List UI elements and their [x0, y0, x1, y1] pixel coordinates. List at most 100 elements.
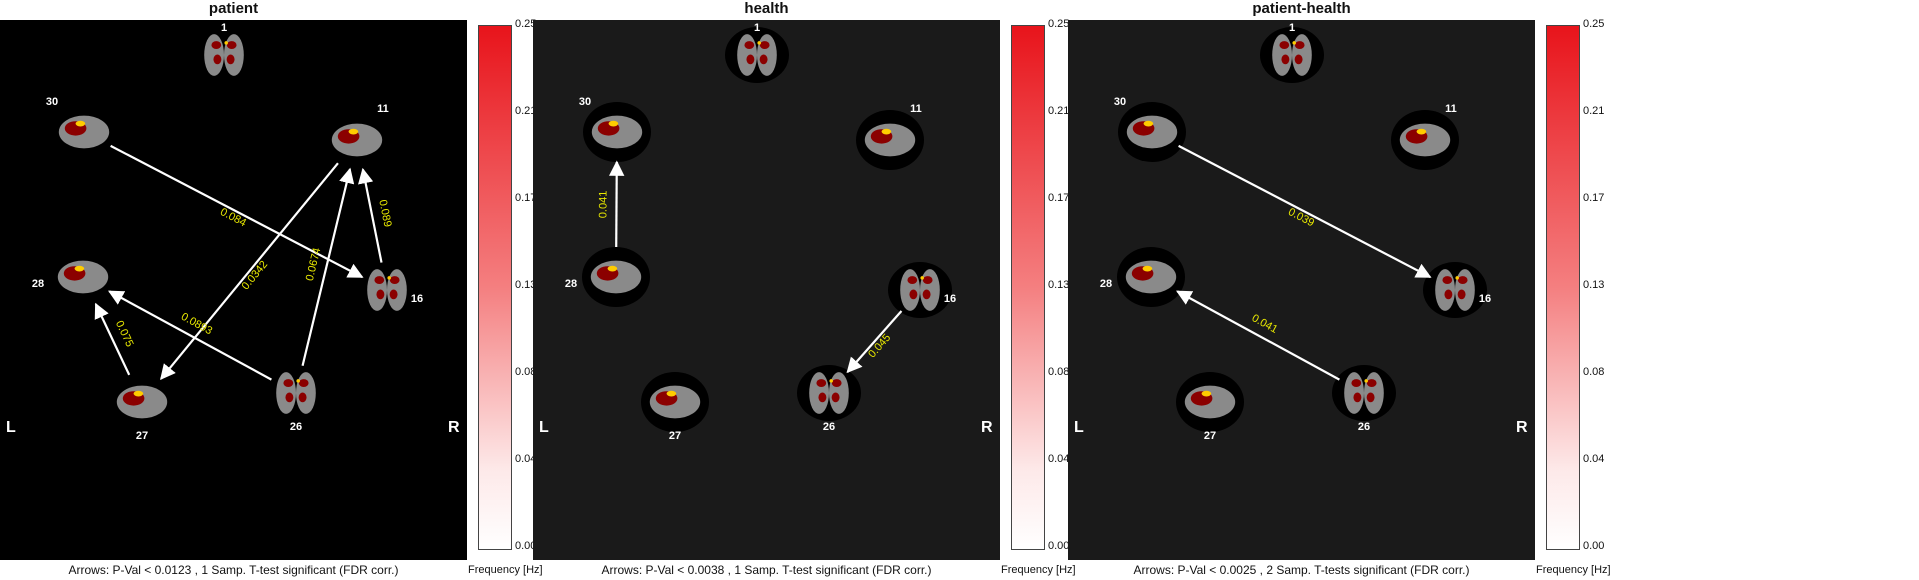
edge-arrow	[94, 302, 131, 376]
brain-node-26	[1332, 365, 1396, 421]
colorbar-tick: 0.08	[515, 366, 537, 378]
brain-hemisphere	[1292, 34, 1312, 76]
brain-node-28	[1117, 247, 1185, 307]
activation-peak	[1455, 276, 1459, 280]
brain-hemisphere	[1344, 372, 1364, 414]
activation-peak	[1142, 265, 1153, 272]
activation-blob	[831, 392, 840, 403]
node-label-11: 11	[377, 103, 389, 115]
activation-blob	[374, 276, 385, 285]
node-label-11: 11	[910, 103, 922, 115]
brain-hemisphere	[1272, 34, 1292, 76]
edge-arrow	[846, 310, 903, 374]
activation-blob	[1353, 392, 1362, 403]
brain-hemisphere	[296, 372, 316, 414]
activation-blob	[1457, 276, 1468, 285]
activation-blob	[285, 392, 294, 403]
colorbar-tick: 0.00	[515, 540, 537, 552]
edge-arrow	[1178, 144, 1432, 279]
activation-blob	[818, 392, 827, 403]
activation-blob	[1366, 379, 1377, 388]
activation-blob	[1294, 41, 1305, 50]
activation-blob	[922, 289, 931, 300]
node-label-26: 26	[290, 421, 302, 433]
activation-blob	[213, 54, 222, 65]
edge-arrow	[107, 290, 272, 381]
brain-node-30	[583, 102, 651, 162]
brain-hemisphere	[204, 34, 225, 76]
brain-node-1	[204, 34, 244, 76]
node-label-16: 16	[411, 293, 423, 305]
brain-node-16	[888, 262, 952, 318]
activation-blob	[389, 276, 400, 285]
node-label-27: 27	[669, 430, 681, 442]
panel-title: patient	[208, 0, 259, 17]
brain-node-11	[856, 110, 924, 170]
node-label-30: 30	[579, 96, 591, 108]
edge-arrow	[301, 167, 355, 367]
node-label-16: 16	[1479, 293, 1491, 305]
activation-blob	[298, 379, 309, 388]
node-label-28: 28	[1100, 278, 1112, 290]
activation-peak	[920, 276, 924, 280]
colorbar-label: Frequency [Hz]	[1001, 564, 1076, 576]
activation-peak	[1364, 379, 1368, 383]
edge-arrow	[358, 167, 383, 263]
edge-arrow	[608, 160, 625, 248]
colorbar-tick: 0.17	[515, 192, 537, 204]
activation-blob	[1294, 54, 1303, 65]
activation-blob	[283, 379, 294, 388]
panel-caption: Arrows: P-Val < 0.0123 , 1 Samp. T-test …	[68, 563, 399, 577]
colorbar-tick: 0.25	[515, 18, 537, 30]
brain-hemisphere	[224, 34, 244, 76]
activation-blob	[831, 379, 842, 388]
brain-hemisphere	[829, 372, 849, 414]
activation-blob	[909, 289, 918, 300]
right-side-label: R	[1516, 419, 1528, 436]
activation-peak	[224, 41, 228, 45]
node-label-27: 27	[1204, 430, 1216, 442]
panel-title: health	[744, 0, 789, 17]
colorbar	[1546, 25, 1580, 550]
edge-arrow	[110, 144, 364, 279]
brain-hemisphere	[276, 372, 296, 414]
edge-value-label: 0.0674	[304, 247, 324, 283]
colorbar-tick: 0.08	[1048, 366, 1070, 378]
brain-node-27	[1176, 372, 1244, 432]
activation-blob	[1366, 392, 1375, 403]
node-label-30: 30	[46, 96, 58, 108]
brain-hemisphere	[757, 34, 777, 76]
brain-node-28	[57, 260, 109, 294]
activation-peak	[1416, 128, 1427, 135]
activation-peak	[757, 41, 761, 45]
node-label-28: 28	[565, 278, 577, 290]
colorbar	[478, 25, 512, 550]
node-label-28: 28	[32, 278, 44, 290]
node-label-11: 11	[1445, 103, 1457, 115]
node-label-26: 26	[823, 421, 835, 433]
left-side-label: L	[1074, 419, 1084, 436]
activation-blob	[922, 276, 933, 285]
colorbar-tick: 0.08	[1583, 366, 1605, 378]
colorbar-label: Frequency [Hz]	[468, 564, 543, 576]
brain-hemisphere	[387, 269, 407, 311]
activation-peak	[666, 390, 677, 397]
colorbar-tick: 0.17	[1048, 192, 1070, 204]
activation-blob	[226, 54, 235, 65]
brain-hemisphere	[737, 34, 757, 76]
colorbar-tick: 0.04	[515, 453, 537, 465]
activation-blob	[816, 379, 827, 388]
brain-hemisphere	[1364, 372, 1384, 414]
activation-peak	[881, 128, 892, 135]
node-label-16: 16	[944, 293, 956, 305]
brain-hemisphere	[367, 269, 387, 311]
colorbar-tick: 0.17	[1583, 192, 1605, 204]
edge-value-label: 0.041	[597, 191, 609, 219]
colorbar-tick: 0.13	[1583, 279, 1605, 291]
brain-node-26	[797, 365, 861, 421]
brain-node-16	[1423, 262, 1487, 318]
